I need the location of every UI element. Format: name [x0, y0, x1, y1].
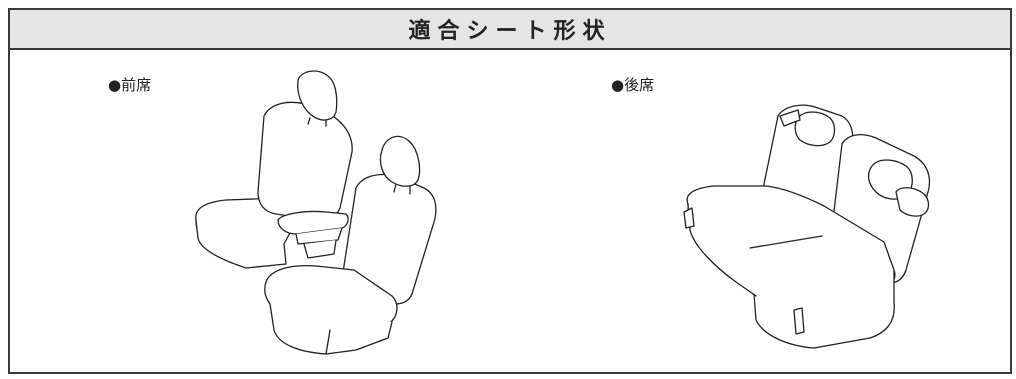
panel-header: 適合シート形状	[10, 10, 1010, 50]
rear-seat-illustration	[683, 104, 931, 349]
front-seat-illustration	[195, 70, 437, 355]
seat-shape-panel: 適合シート形状 ●前席 ●後席	[8, 8, 1012, 374]
rear-seat-label: ●後席	[611, 76, 655, 94]
front-seat-label: ●前席	[108, 76, 152, 94]
panel-title: 適合シート形状	[408, 19, 612, 44]
